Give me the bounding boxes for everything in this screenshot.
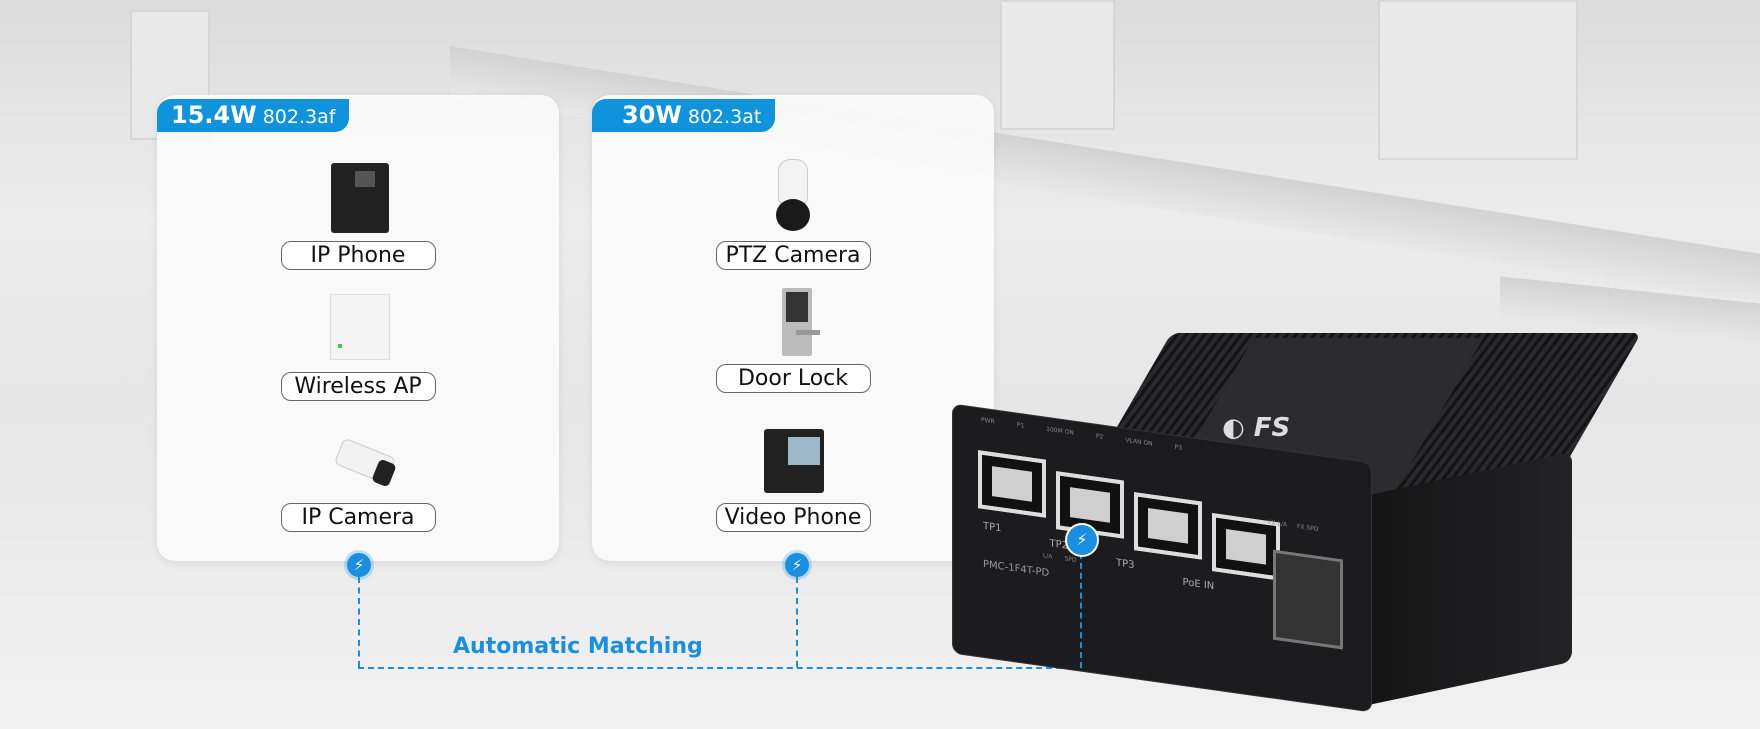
door-lock-icon [758, 288, 828, 356]
connector-line [1080, 553, 1082, 668]
device-label: Door Lock [715, 364, 871, 393]
device-item-video-phone: Video Phone [592, 425, 994, 532]
connector-line [358, 577, 360, 667]
ip-phone-icon [323, 163, 393, 233]
device-label: IP Phone [280, 241, 436, 270]
ptz-camera-icon [758, 153, 828, 233]
ip-camera-icon [323, 425, 397, 495]
device-label: IP Camera [280, 503, 436, 532]
device-label: Wireless AP [280, 372, 436, 401]
video-phone-icon [758, 425, 828, 495]
device-item-ip-camera: IP Camera [157, 425, 559, 532]
device-item-door-lock: Door Lock [592, 288, 994, 393]
connector-line [796, 577, 798, 667]
port-tp1 [978, 450, 1046, 518]
automatic-matching-label: Automatic Matching [453, 634, 703, 659]
device-label: PTZ Camera [715, 241, 871, 270]
poe-port-icon: ⚡ [1065, 523, 1099, 557]
device-item-ip-phone: IP Phone [157, 163, 559, 270]
sfp-port [1273, 549, 1343, 650]
device-item-ptz-camera: PTZ Camera [592, 153, 994, 270]
connector-line [358, 667, 1082, 669]
device-label: Video Phone [715, 503, 871, 532]
device-item-wireless-ap: Wireless AP [157, 294, 559, 401]
fs-logo: ◐ FS [1222, 413, 1291, 443]
lightning-icon: ⚡ [785, 553, 809, 577]
lightning-icon: ⚡ [347, 553, 371, 577]
wireless-ap-icon [323, 294, 393, 364]
